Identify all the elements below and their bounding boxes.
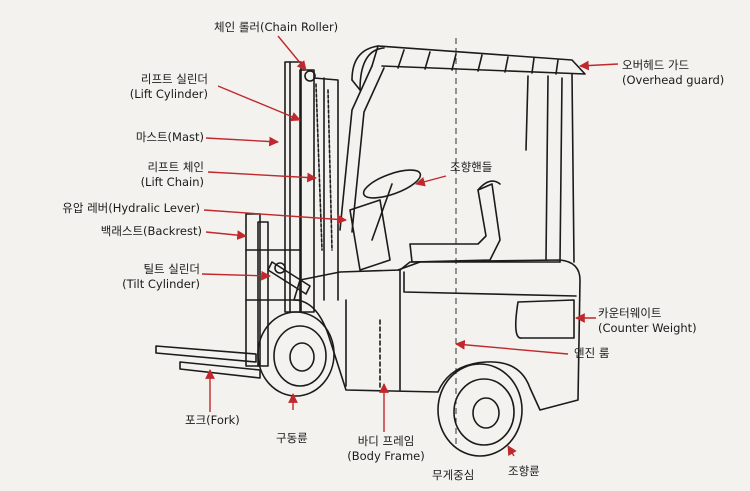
arrow-backrest	[205, 230, 247, 240]
arrow-steering-handle	[415, 175, 447, 187]
seat	[409, 180, 501, 263]
arrow-engine-room	[455, 339, 569, 355]
arrow-tilt-cylinder	[201, 270, 271, 281]
fork	[155, 345, 261, 379]
overhead-guard	[339, 45, 586, 263]
label-engine-room: 엔진 룸	[574, 346, 610, 360]
callout-arrows	[201, 35, 619, 457]
arrow-overhead-guard	[579, 60, 619, 71]
arrow-mast	[205, 136, 279, 147]
arrow-steer-wheel	[507, 445, 517, 457]
arrow-hydraulic-lever	[203, 209, 347, 225]
label-steering-handle: 조향핸들	[450, 160, 493, 174]
label-hydraulic-lever: 유압 레버(Hydralic Lever)	[62, 201, 200, 215]
backrest	[245, 213, 301, 367]
mast	[284, 61, 339, 313]
label-steer-wheel: 조향륜	[508, 464, 540, 478]
label-overhead-guard: 오버헤드 가드 (Overhead guard)	[622, 58, 725, 87]
drive-wheel	[257, 311, 335, 397]
label-lift-chain: 리프트 체인 (Lift Chain)	[140, 160, 204, 189]
label-backrest: 백래스트(Backrest)	[100, 224, 202, 238]
tilt-cylinder	[267, 261, 311, 295]
forklift-drawing	[155, 45, 586, 457]
label-mast: 마스트(Mast)	[135, 130, 204, 144]
steer-wheel	[437, 363, 523, 457]
label-lift-cylinder: 리프트 실린더 (Lift Cylinder)	[129, 72, 208, 101]
arrow-lift-cylinder	[217, 85, 301, 122]
arrow-chain-roller	[277, 35, 307, 71]
body	[293, 259, 581, 411]
label-body-frame: 바디 프레임 (Body Frame)	[347, 434, 425, 463]
label-tilt-cylinder: 틸트 실린더 (Tilt Cylinder)	[122, 262, 200, 291]
arrow-lift-chain	[207, 171, 317, 183]
label-fork: 포크(Fork)	[185, 413, 240, 427]
label-counter-weight: 카운터웨이트 (Counter Weight)	[598, 306, 697, 335]
steering	[349, 169, 422, 271]
label-chain-roller: 체인 롤러(Chain Roller)	[214, 20, 339, 34]
label-drive-wheel: 구동륜	[276, 431, 308, 445]
label-center-of-gravity: 무게중심	[432, 468, 475, 482]
